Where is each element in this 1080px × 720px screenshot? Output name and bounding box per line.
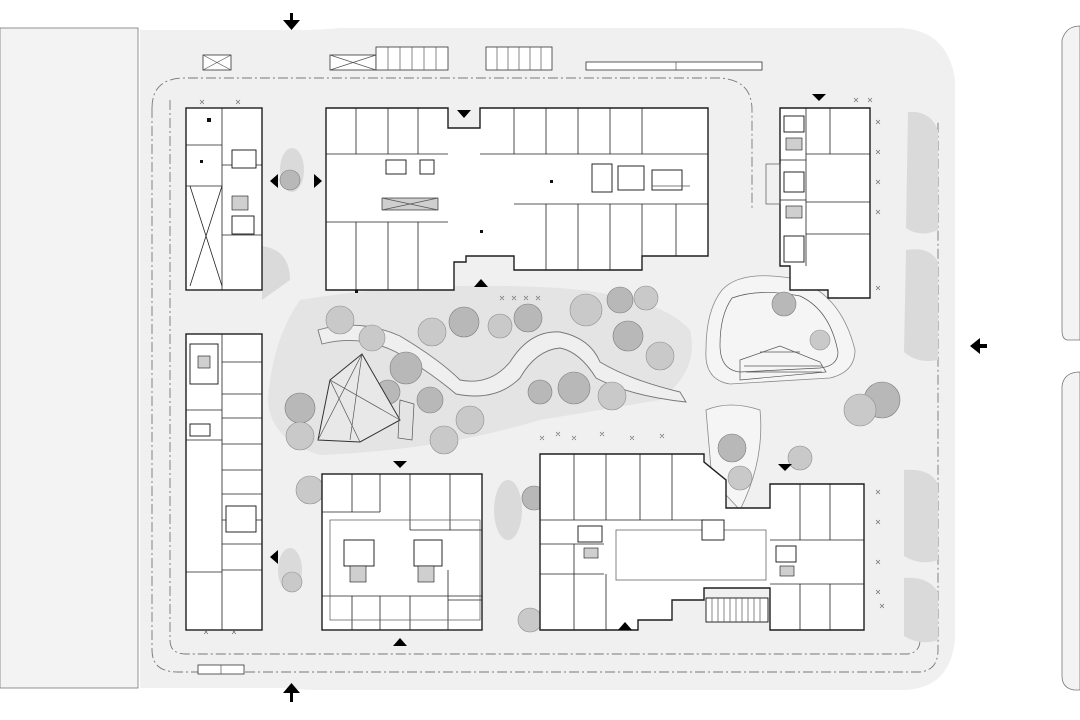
entry-south-east-bottom	[618, 622, 632, 630]
tree	[569, 293, 603, 327]
tree-canopy	[279, 169, 901, 633]
east-neighbour-lot-upper	[1061, 25, 1080, 341]
site-entrances	[283, 13, 987, 702]
garden-walkway	[317, 324, 687, 403]
east-grass-1	[906, 111, 938, 234]
tree	[358, 324, 386, 352]
building-north-east	[765, 107, 871, 299]
tree	[597, 381, 627, 411]
surroundings	[0, 25, 1080, 691]
tree	[487, 313, 513, 339]
tree	[448, 306, 480, 338]
tree	[612, 320, 644, 352]
west-neighbour-lot	[0, 27, 139, 689]
core	[577, 525, 603, 543]
east-grass-3	[904, 469, 938, 563]
building-west-lower	[185, 333, 263, 631]
core	[343, 539, 375, 567]
building-south-central	[321, 473, 483, 631]
parking-row-3	[585, 61, 763, 71]
tree	[645, 341, 675, 371]
lift-core	[583, 547, 599, 559]
east-plaza	[705, 275, 856, 385]
tree	[325, 305, 355, 335]
tree	[517, 607, 543, 633]
landscape-pavilion	[317, 353, 415, 443]
tree	[843, 393, 877, 427]
entry-south-central-top	[393, 461, 407, 468]
east-gate-arrow	[970, 338, 987, 354]
tree	[429, 425, 459, 455]
entry-north-east-top	[812, 94, 826, 101]
stair-hall	[705, 597, 769, 623]
tree	[606, 286, 634, 314]
tree	[455, 405, 485, 435]
lift-core	[197, 355, 211, 369]
building-north-central	[325, 107, 709, 293]
lift-core	[785, 137, 803, 151]
pavilion-roof	[317, 353, 401, 443]
tree	[295, 475, 325, 505]
building-west-upper	[185, 107, 263, 291]
tree	[771, 291, 797, 317]
parking	[197, 46, 763, 675]
core	[231, 149, 257, 169]
tree	[557, 371, 591, 405]
east-grass-4	[904, 577, 938, 643]
amphitheatre	[739, 345, 827, 381]
pavilion-stair	[397, 399, 415, 441]
tree	[727, 465, 753, 491]
east-neighbour-lot-lower	[1061, 371, 1080, 691]
entry-south-central-bottom	[393, 638, 407, 646]
building-south-east	[539, 453, 865, 631]
tree	[717, 433, 747, 463]
tree	[787, 445, 813, 471]
tree	[285, 421, 315, 451]
courtyard	[615, 529, 767, 581]
tree	[809, 329, 831, 351]
tree	[281, 571, 303, 593]
building-entry-markers	[270, 94, 826, 646]
north-east-grass	[262, 246, 290, 300]
tree	[416, 386, 444, 414]
entry-west-upper-left	[270, 174, 278, 188]
tree	[279, 169, 301, 191]
planting-markers	[199, 97, 885, 635]
south-grass-1	[494, 480, 522, 540]
north-gate-arrow	[283, 13, 300, 30]
tree	[513, 303, 543, 333]
entry-north-central-bottom	[474, 279, 488, 287]
tree	[389, 351, 423, 385]
south-gate-arrow	[283, 683, 300, 702]
core	[783, 115, 805, 133]
fire-lane-inner	[169, 100, 921, 655]
lift-core	[349, 565, 367, 583]
fire-lane-south	[151, 108, 939, 673]
entry-north-central-top	[457, 110, 471, 118]
core	[385, 159, 407, 175]
tree	[527, 379, 553, 405]
lift-core	[231, 195, 249, 211]
entry-south-east-top	[778, 464, 792, 471]
tree	[417, 317, 447, 347]
east-grass-2	[904, 249, 938, 361]
entry-west-lower	[270, 550, 278, 564]
fire-lane	[151, 77, 753, 210]
tree	[633, 285, 659, 311]
tree	[284, 392, 316, 424]
entry-west-upper-right	[314, 174, 322, 188]
